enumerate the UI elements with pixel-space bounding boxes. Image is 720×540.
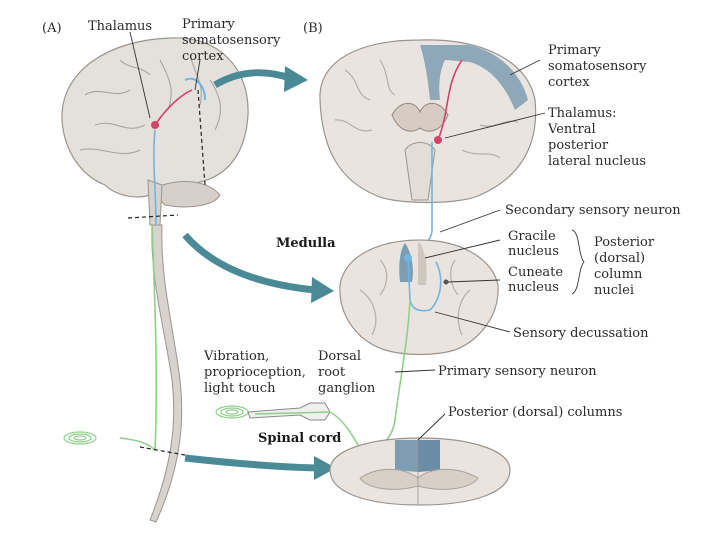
label-secondary-neuron: Secondary sensory neuron (505, 203, 681, 218)
section-markers (127, 89, 206, 456)
label-thalamus-vpl: Thalamus: Ventral posterior lateral nucl… (547, 106, 646, 169)
label-primary-neuron: Primary sensory neuron (438, 364, 597, 379)
medulla-section (339, 239, 499, 356)
cortex-outline-a (184, 77, 206, 101)
vpl-nucleus-dot-b (434, 136, 442, 144)
dorsal-root-ganglion (247, 402, 363, 453)
label-posterior-column-nuclei: Posterior (dorsal) column nuclei (594, 235, 658, 298)
label-gracile: Gracile nucleus (508, 229, 560, 259)
label-primary-cortex-b: Primary somatosensory cortex (548, 43, 651, 90)
label-medulla: Medulla (276, 236, 336, 251)
label-primary-cortex-a: Primary somatosensory cortex (182, 17, 285, 64)
pathway-secondary-a (153, 129, 157, 226)
label-drg: Dorsal root ganglion (318, 349, 376, 396)
label-modalities: Vibration, proprioception, light touch (203, 349, 310, 396)
arrow-to-medulla (182, 232, 334, 303)
arrow-to-spinal-section (184, 454, 336, 480)
spinal-cord-column (149, 224, 183, 523)
pathway-tertiary-a (154, 89, 193, 126)
tertiary-tract-b (437, 59, 463, 141)
panel-a-label: (A) (42, 21, 62, 36)
thalamus-nucleus-dot-a (151, 121, 159, 129)
spinal-cross-section (329, 437, 511, 506)
label-posterior-columns: Posterior (dorsal) columns (448, 405, 622, 420)
pathway-primary-a (119, 224, 158, 452)
receptor-spiral-upper (215, 405, 249, 419)
coronal-section (319, 39, 537, 259)
label-thalamus: Thalamus (88, 19, 152, 34)
leader-lines (129, 31, 585, 441)
arrow-to-coronal (213, 66, 308, 92)
receptor-spiral-lower (63, 431, 97, 445)
label-spinal-cord: Spinal cord (258, 431, 341, 446)
label-cuneate: Cuneate nucleus (508, 265, 567, 295)
panel-b-label: (B) (303, 21, 323, 36)
brain-lateral-view (61, 37, 249, 226)
label-sensory-decussation: Sensory decussation (513, 326, 649, 341)
